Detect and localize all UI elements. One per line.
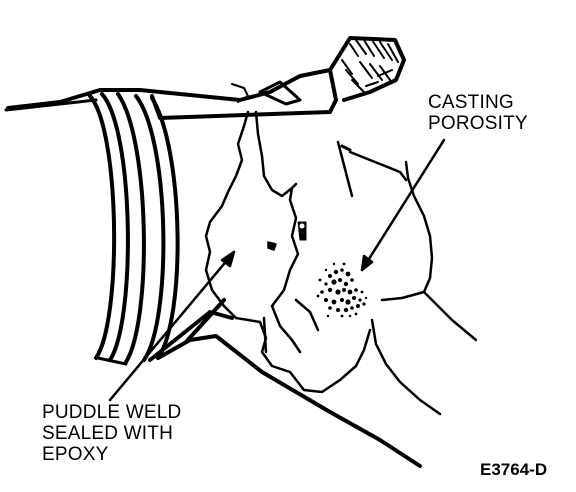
casting-porosity-callout: CASTING POROSITY bbox=[428, 92, 528, 134]
weld-patch bbox=[222, 298, 372, 394]
crack-line bbox=[204, 83, 300, 308]
housing-outline bbox=[6, 68, 338, 120]
lower-edge bbox=[148, 298, 422, 468]
puddle-weld-callout: PUDDLE WELD SEALED WITH EPOXY bbox=[42, 402, 181, 465]
callout-line: CASTING bbox=[428, 92, 514, 113]
leader-casting-porosity bbox=[360, 138, 446, 272]
callout-line: PUDDLE WELD bbox=[42, 402, 182, 423]
casting-body bbox=[336, 140, 478, 416]
weld-marks bbox=[267, 221, 307, 251]
figure-id: E3764-D bbox=[480, 460, 548, 479]
porosity-speckle bbox=[316, 262, 368, 318]
callout-line: SEALED WITH bbox=[42, 423, 173, 444]
callout-line: POROSITY bbox=[428, 113, 528, 134]
bolt-hatching bbox=[328, 36, 406, 102]
callout-line: EPOXY bbox=[42, 444, 109, 465]
tube-cylinder bbox=[4, 92, 180, 366]
leader-puddle-weld bbox=[108, 250, 236, 402]
